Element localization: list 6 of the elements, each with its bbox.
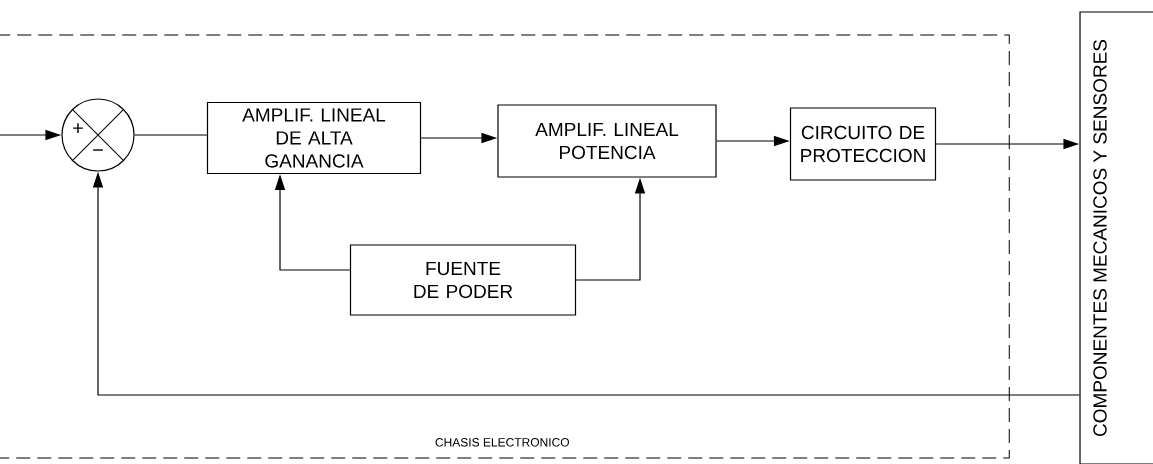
process-box: AMPLIF. LINEAL POTENCIA	[497, 104, 717, 178]
process-box: FUENTE DE PODER	[349, 244, 577, 316]
process-box: AMPLIF. LINEAL DE ALTA GANANCIA	[206, 101, 422, 175]
component-box: COMPONENTES MECANICOS Y SENSORES	[1079, 11, 1153, 464]
summing-junction: + −	[61, 98, 135, 172]
process-box: CIRCUITO DE PROTECCION	[789, 107, 937, 181]
